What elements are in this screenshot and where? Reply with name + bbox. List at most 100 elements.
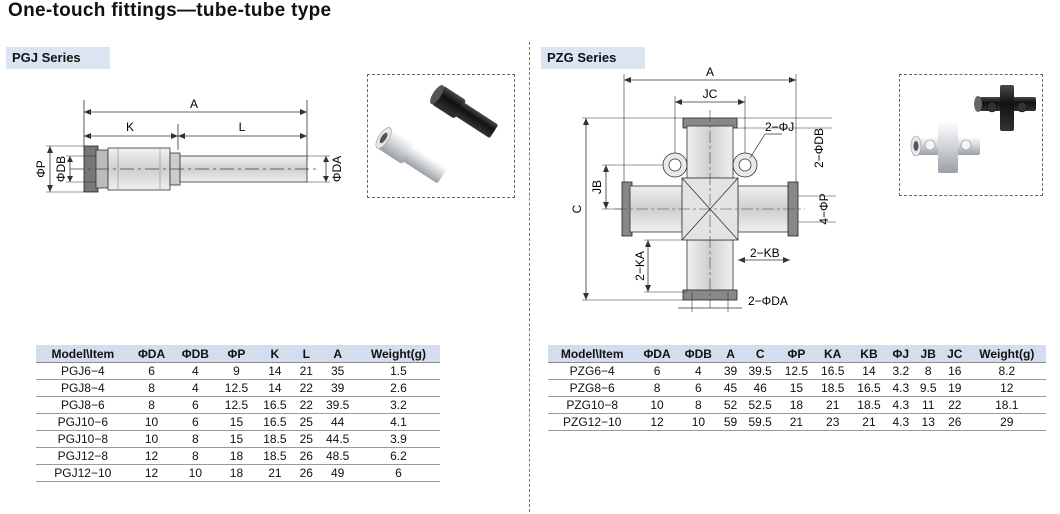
table-cell: 39.5 <box>742 362 779 380</box>
table-cell: 18.5 <box>850 396 888 414</box>
table-cell: 4 <box>173 362 218 380</box>
table-cell: 12.5 <box>778 362 815 380</box>
table-cell: 12.5 <box>217 379 256 397</box>
table-cell: 3.2 <box>887 362 915 380</box>
pzg-dim-jb: JB <box>590 180 604 194</box>
table-cell: 8 <box>173 447 218 465</box>
model-cell: PZG12−10 <box>548 413 637 431</box>
table-cell: 15 <box>778 379 815 397</box>
table-header-cell: A <box>318 345 357 363</box>
table-cell: 18.5 <box>814 379 851 397</box>
table-cell: 29 <box>967 413 1046 431</box>
table-cell: 8 <box>636 379 678 397</box>
table-header-cell: KB <box>850 345 888 363</box>
table-cell: 52.5 <box>742 396 779 414</box>
pgj-fitting-illustration <box>375 85 498 183</box>
table-header-row: Model\Item ΦDA ΦDB ΦP K L A Weight(g) <box>36 345 440 363</box>
table-cell: 10 <box>129 430 174 448</box>
table-cell: 6.2 <box>356 447 440 465</box>
table-cell: 39.5 <box>318 396 357 414</box>
pgj-drawing: A K L ΦP ΦDB ΦDA <box>34 97 344 193</box>
table-cell: 35 <box>318 362 357 380</box>
table-header-cell: ΦDA <box>129 345 174 363</box>
table-cell: 22 <box>294 379 319 397</box>
table-cell: 4 <box>677 362 720 380</box>
model-cell: PGJ10−6 <box>36 413 130 431</box>
table-cell: 12 <box>967 379 1046 397</box>
table-cell: 9.5 <box>914 379 942 397</box>
table-cell: 26 <box>941 413 968 431</box>
pzg-dim-ka: 2−KA <box>633 251 647 281</box>
table-cell: 45 <box>719 379 743 397</box>
pzg-dim-p: 4−ΦP <box>817 193 831 224</box>
table-cell: 14 <box>255 362 295 380</box>
table-header-cell: ΦDB <box>173 345 218 363</box>
section-divider <box>529 42 530 512</box>
table-cell: 21 <box>814 396 851 414</box>
table-cell: 6 <box>356 464 440 482</box>
table-cell: 46 <box>742 379 779 397</box>
table-header-cell: ΦP <box>217 345 256 363</box>
table-cell: 8.2 <box>967 362 1046 380</box>
table-cell: 8 <box>914 362 942 380</box>
table-cell: 16.5 <box>814 362 851 380</box>
model-cell: PGJ12−10 <box>36 464 130 482</box>
table-cell: 52 <box>719 396 743 414</box>
table-cell: 26 <box>294 447 319 465</box>
table-cell: 4 <box>173 379 218 397</box>
table-cell: 4.1 <box>356 413 440 431</box>
table-header-cell: Model\Item <box>548 345 637 363</box>
table-cell: 39 <box>318 379 357 397</box>
model-cell: PGJ10−8 <box>36 430 130 448</box>
table-cell: 23 <box>814 413 851 431</box>
table-cell: 2.6 <box>356 379 440 397</box>
table-cell: 16.5 <box>850 379 888 397</box>
pzg-dim-kb: 2−KB <box>750 246 780 260</box>
table-cell: 59 <box>719 413 743 431</box>
table-header-cell: KA <box>814 345 851 363</box>
pgj-dim-da: ΦDA <box>330 156 344 182</box>
table-cell: 22 <box>294 396 319 414</box>
table-cell: 14 <box>850 362 888 380</box>
table-cell: 3.2 <box>356 396 440 414</box>
table-cell: 19 <box>941 379 968 397</box>
model-cell: PZG6−4 <box>548 362 637 380</box>
table-cell: 10 <box>173 464 218 482</box>
pzg-series-label: PZG Series <box>541 47 645 69</box>
table-cell: 6 <box>173 413 218 431</box>
page-title: One-touch fittings—tube-tube type <box>8 0 332 21</box>
table-cell: 12 <box>129 447 174 465</box>
table-cell: 18 <box>217 464 256 482</box>
table-cell: 15 <box>217 413 256 431</box>
table-cell: 12.5 <box>217 396 256 414</box>
pzg-dim-jc: JC <box>703 87 718 101</box>
pzg-spec-table: Model\Item ΦDA ΦDB A C ΦP KA KB ΦJ JB JC… <box>548 345 1046 431</box>
table-cell: 21 <box>255 464 295 482</box>
pzg-product-photo <box>899 74 1043 196</box>
table-header-cell: L <box>294 345 319 363</box>
table-cell: 15 <box>217 430 256 448</box>
table-cell: 25 <box>294 430 319 448</box>
table-cell: 10 <box>129 413 174 431</box>
table-cell: 18.5 <box>255 430 295 448</box>
table-cell: 21 <box>778 413 815 431</box>
table-cell: 11 <box>914 396 942 414</box>
table-cell: 6 <box>173 396 218 414</box>
table-cell: 49 <box>318 464 357 482</box>
table-cell: 6 <box>636 362 678 380</box>
table-cell: 18.1 <box>967 396 1046 414</box>
pgj-dim-p: ΦP <box>34 160 48 178</box>
table-cell: 10 <box>636 396 678 414</box>
table-header-cell: ΦDB <box>677 345 720 363</box>
table-cell: 44 <box>318 413 357 431</box>
table-header-cell: Weight(g) <box>356 345 440 363</box>
table-header-cell: A <box>719 345 743 363</box>
